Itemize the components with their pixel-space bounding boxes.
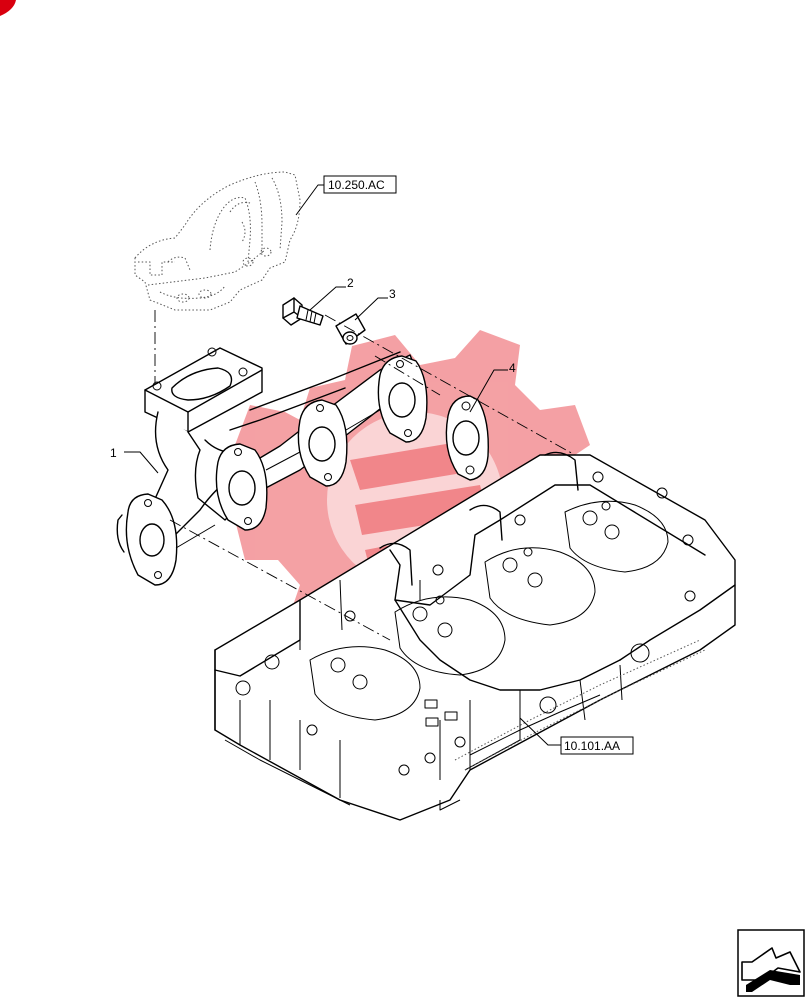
red-corner-mark-icon bbox=[0, 0, 16, 16]
bolt bbox=[282, 297, 324, 326]
turbocharger-reference-outline bbox=[134, 171, 301, 311]
callout-1: 1 bbox=[110, 446, 159, 474]
cylinder-head bbox=[214, 451, 736, 821]
callout-label-1: 1 bbox=[110, 446, 117, 460]
callout-3: 3 bbox=[354, 287, 396, 321]
reference-upper-label: 10.250.AC bbox=[328, 178, 385, 192]
reference-lower-label: 10.101.AA bbox=[564, 739, 620, 753]
assembly-lines bbox=[154, 310, 576, 641]
callout-2: 2 bbox=[309, 276, 354, 311]
exhaust-manifold bbox=[116, 347, 428, 586]
callout-label-4: 4 bbox=[509, 361, 516, 375]
reference-upper[interactable]: 10.250.AC bbox=[295, 175, 397, 216]
gasket bbox=[445, 395, 489, 481]
callout-label-2: 2 bbox=[347, 276, 354, 290]
callout-label-3: 3 bbox=[389, 287, 396, 301]
reference-lower[interactable]: 10.101.AA bbox=[519, 717, 634, 755]
callout-4: 4 bbox=[469, 361, 516, 413]
next-page-arrow-icon[interactable] bbox=[737, 929, 805, 997]
